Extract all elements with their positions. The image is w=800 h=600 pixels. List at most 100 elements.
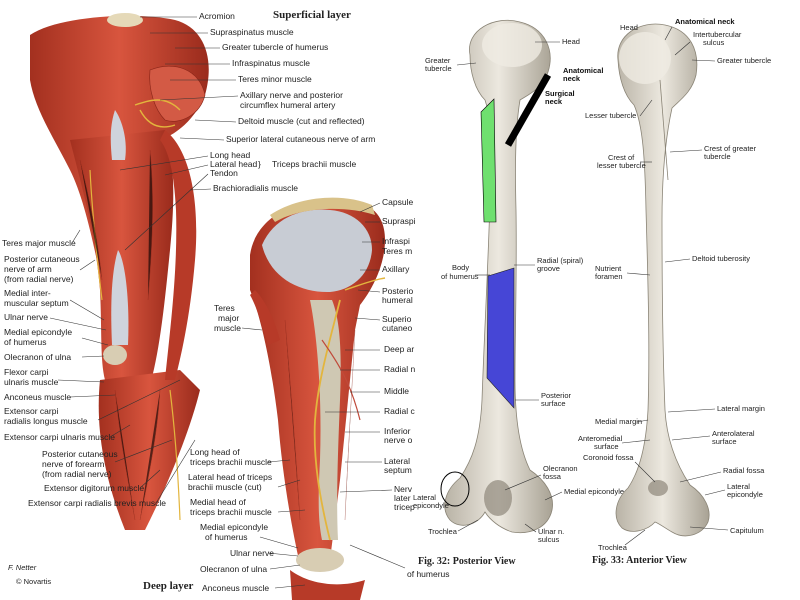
- ant-label-medial-margin: Medial margin: [595, 417, 642, 426]
- superficial-arm-illustration: [30, 13, 209, 530]
- superficial-left-labels: Teres major muscle Posterior cutaneous n…: [2, 229, 196, 508]
- label-lateral-septum-2: septum: [384, 465, 412, 475]
- label-superior-lateral-cutaneous: Superior lateral cutaneous nerve of arm: [226, 134, 375, 144]
- post-label-surgical-2: neck: [545, 97, 563, 106]
- olecranon-fossa: [484, 480, 512, 516]
- post-label-olecranon-fossa-1: Olecranon: [543, 464, 578, 473]
- label-long-head-triceps-2: triceps brachii muscle: [190, 457, 272, 467]
- label-deep-teres-3: muscle: [214, 323, 241, 333]
- deep-teres-major: [250, 290, 280, 345]
- triceps-muscle: [70, 130, 174, 385]
- label-radial-c: Radial c: [384, 406, 415, 416]
- triceps-tendon: [111, 250, 129, 345]
- post-label-olecranon-fossa-2: fossa: [543, 472, 562, 481]
- label-medial-head-1: Medial head of: [190, 497, 246, 507]
- anterior-labels: Head Anatomical neck Intertubercular sul…: [578, 17, 771, 552]
- label-deep-teres-2: major: [218, 313, 239, 323]
- label-cutaneo: cutaneo: [382, 323, 413, 333]
- label-post-cutaneous-forearm-1: Posterior cutaneous: [42, 449, 118, 459]
- deep-olecranon: [296, 548, 344, 572]
- label-medial-epicondyle-1: Medial epicondyle: [4, 327, 72, 337]
- axillary-nerve: [134, 99, 181, 128]
- highlight-green-region: [480, 98, 497, 223]
- label-posterio: Posterio: [382, 286, 413, 296]
- spine-of-scapula: [270, 197, 375, 222]
- surgical-neck-marker: [504, 73, 552, 147]
- label-medial-epicondyle-2: of humerus: [4, 337, 47, 347]
- posterior-humerus-bone: [440, 19, 553, 534]
- ant-label-trochlea: Trochlea: [598, 543, 628, 552]
- label-lateral-head-cut-2: brachii muscle (cut): [188, 482, 262, 492]
- label-middle: Middle: [384, 386, 409, 396]
- label-superio: Superio: [382, 314, 412, 324]
- ant-label-lateral-epi-1: Lateral: [727, 482, 750, 491]
- post-label-radial-groove-1: Radial (spiral): [537, 256, 584, 265]
- ant-label-capitulum: Capitulum: [730, 526, 764, 535]
- label-tendon: Tendon: [210, 168, 238, 178]
- label-ext-carpi-ulnaris: Extensor carpi ulnaris muscle: [4, 432, 115, 442]
- label-lateral-septum-1: Lateral: [384, 456, 410, 466]
- post-label-radial-groove-2: groove: [537, 264, 560, 273]
- ant-label-anteromedial-1: Anteromedial: [578, 434, 623, 443]
- label-flexor-carpi-2: ulnaris muscle: [4, 377, 59, 387]
- ant-label-intertubercular-1: Intertubercular: [693, 30, 742, 39]
- superficial-layer-title: Superficial layer: [273, 9, 351, 21]
- ant-label-lateral-epi-2: epicondyle: [727, 490, 763, 499]
- label-teres-major: Teres major muscle: [2, 238, 76, 248]
- ant-label-anterolateral-2: surface: [712, 437, 737, 446]
- label-deep-medial-epi-1: Medial epicondyle: [200, 522, 268, 532]
- label-deltoid: Deltoid muscle (cut and reflected): [238, 116, 365, 126]
- radial-nerve: [313, 299, 341, 541]
- label-deep-anconeus: Anconeus muscle: [202, 583, 269, 593]
- post-label-anatomical-2: neck: [563, 74, 581, 83]
- deep-layer-title: Deep layer: [143, 580, 194, 592]
- ant-label-head: Head: [620, 23, 638, 32]
- label-post-cutaneous-arm-2: nerve of arm: [4, 264, 52, 274]
- ant-label-deltoid-tuberosity: Deltoid tuberosity: [692, 254, 750, 263]
- posterior-labels: Head Greater tubercle Anatomical neck Su…: [413, 37, 624, 544]
- post-label-greater-2: tubercle: [425, 64, 452, 73]
- label-post-cutaneous-forearm-2: nerve of forearm: [42, 459, 104, 469]
- deep-left-labels: Teres major muscle Long head of triceps …: [188, 303, 306, 593]
- post-label-lateral-epi-1: Lateral: [413, 493, 436, 502]
- label-radial-n: Radial n: [384, 364, 415, 374]
- label-triceps-brachii: Triceps brachii muscle: [272, 159, 357, 169]
- label-supraspi: Supraspi: [382, 216, 416, 226]
- label-tricep: tricep: [394, 502, 415, 512]
- label-flexor-carpi-1: Flexor carpi: [4, 367, 49, 377]
- posterior-caption: Fig. 32: Posterior View: [418, 556, 516, 567]
- anterior-caption: Fig. 33: Anterior View: [592, 555, 688, 566]
- post-label-anatomical-1: Anatomical: [563, 66, 603, 75]
- capsule-and-scapula: [262, 209, 372, 293]
- label-ext-carpi-radialis-longus-2: radialis longus muscle: [4, 416, 88, 426]
- ant-label-greater-tubercle: Greater tubercle: [717, 56, 771, 65]
- label-extensor-digitorum: Extensor digitorum muscle: [44, 483, 144, 493]
- ant-label-anteromedial-2: surface: [594, 442, 619, 451]
- label-greater-tubercle: Greater tubercle of humerus: [222, 42, 328, 52]
- label-of-humerus: of humerus: [407, 569, 450, 579]
- olecranon: [103, 345, 127, 365]
- brace: }: [258, 159, 261, 169]
- label-medial-head-2: triceps brachii muscle: [190, 507, 272, 517]
- ant-label-anatomical-neck: Anatomical neck: [675, 17, 735, 26]
- label-nerv: Nerv: [394, 484, 413, 494]
- acromion-bone: [107, 13, 143, 27]
- ant-label-coronoid-fossa: Coronoid fossa: [583, 453, 634, 462]
- superficial-labels: Acromion Supraspinatus muscle Greater tu…: [119, 11, 375, 251]
- deep-right-labels: Capsule Supraspi Infraspi Teres m Axilla…: [325, 197, 450, 579]
- label-long-head-triceps-1: Long head of: [190, 447, 240, 457]
- ant-label-crest-greater-2: tubercle: [704, 152, 731, 161]
- ant-label-nutrient-2: foramen: [595, 272, 623, 281]
- deep-anconeus: [290, 570, 365, 600]
- label-lateral-head: Lateral head: [210, 159, 258, 169]
- label-deep-ar: Deep ar: [384, 344, 414, 354]
- label-nerve-o: nerve o: [384, 435, 413, 445]
- deep-humerus-shaft: [310, 300, 341, 540]
- label-deep-ulnar-nerve: Ulnar nerve: [230, 548, 274, 558]
- label-capsule: Capsule: [382, 197, 413, 207]
- ant-label-radial-fossa: Radial fossa: [723, 466, 765, 475]
- long-head-tendon: [110, 110, 126, 160]
- ant-label-crest-greater-1: Crest of greater: [704, 144, 757, 153]
- label-long-head: Long head: [210, 150, 250, 160]
